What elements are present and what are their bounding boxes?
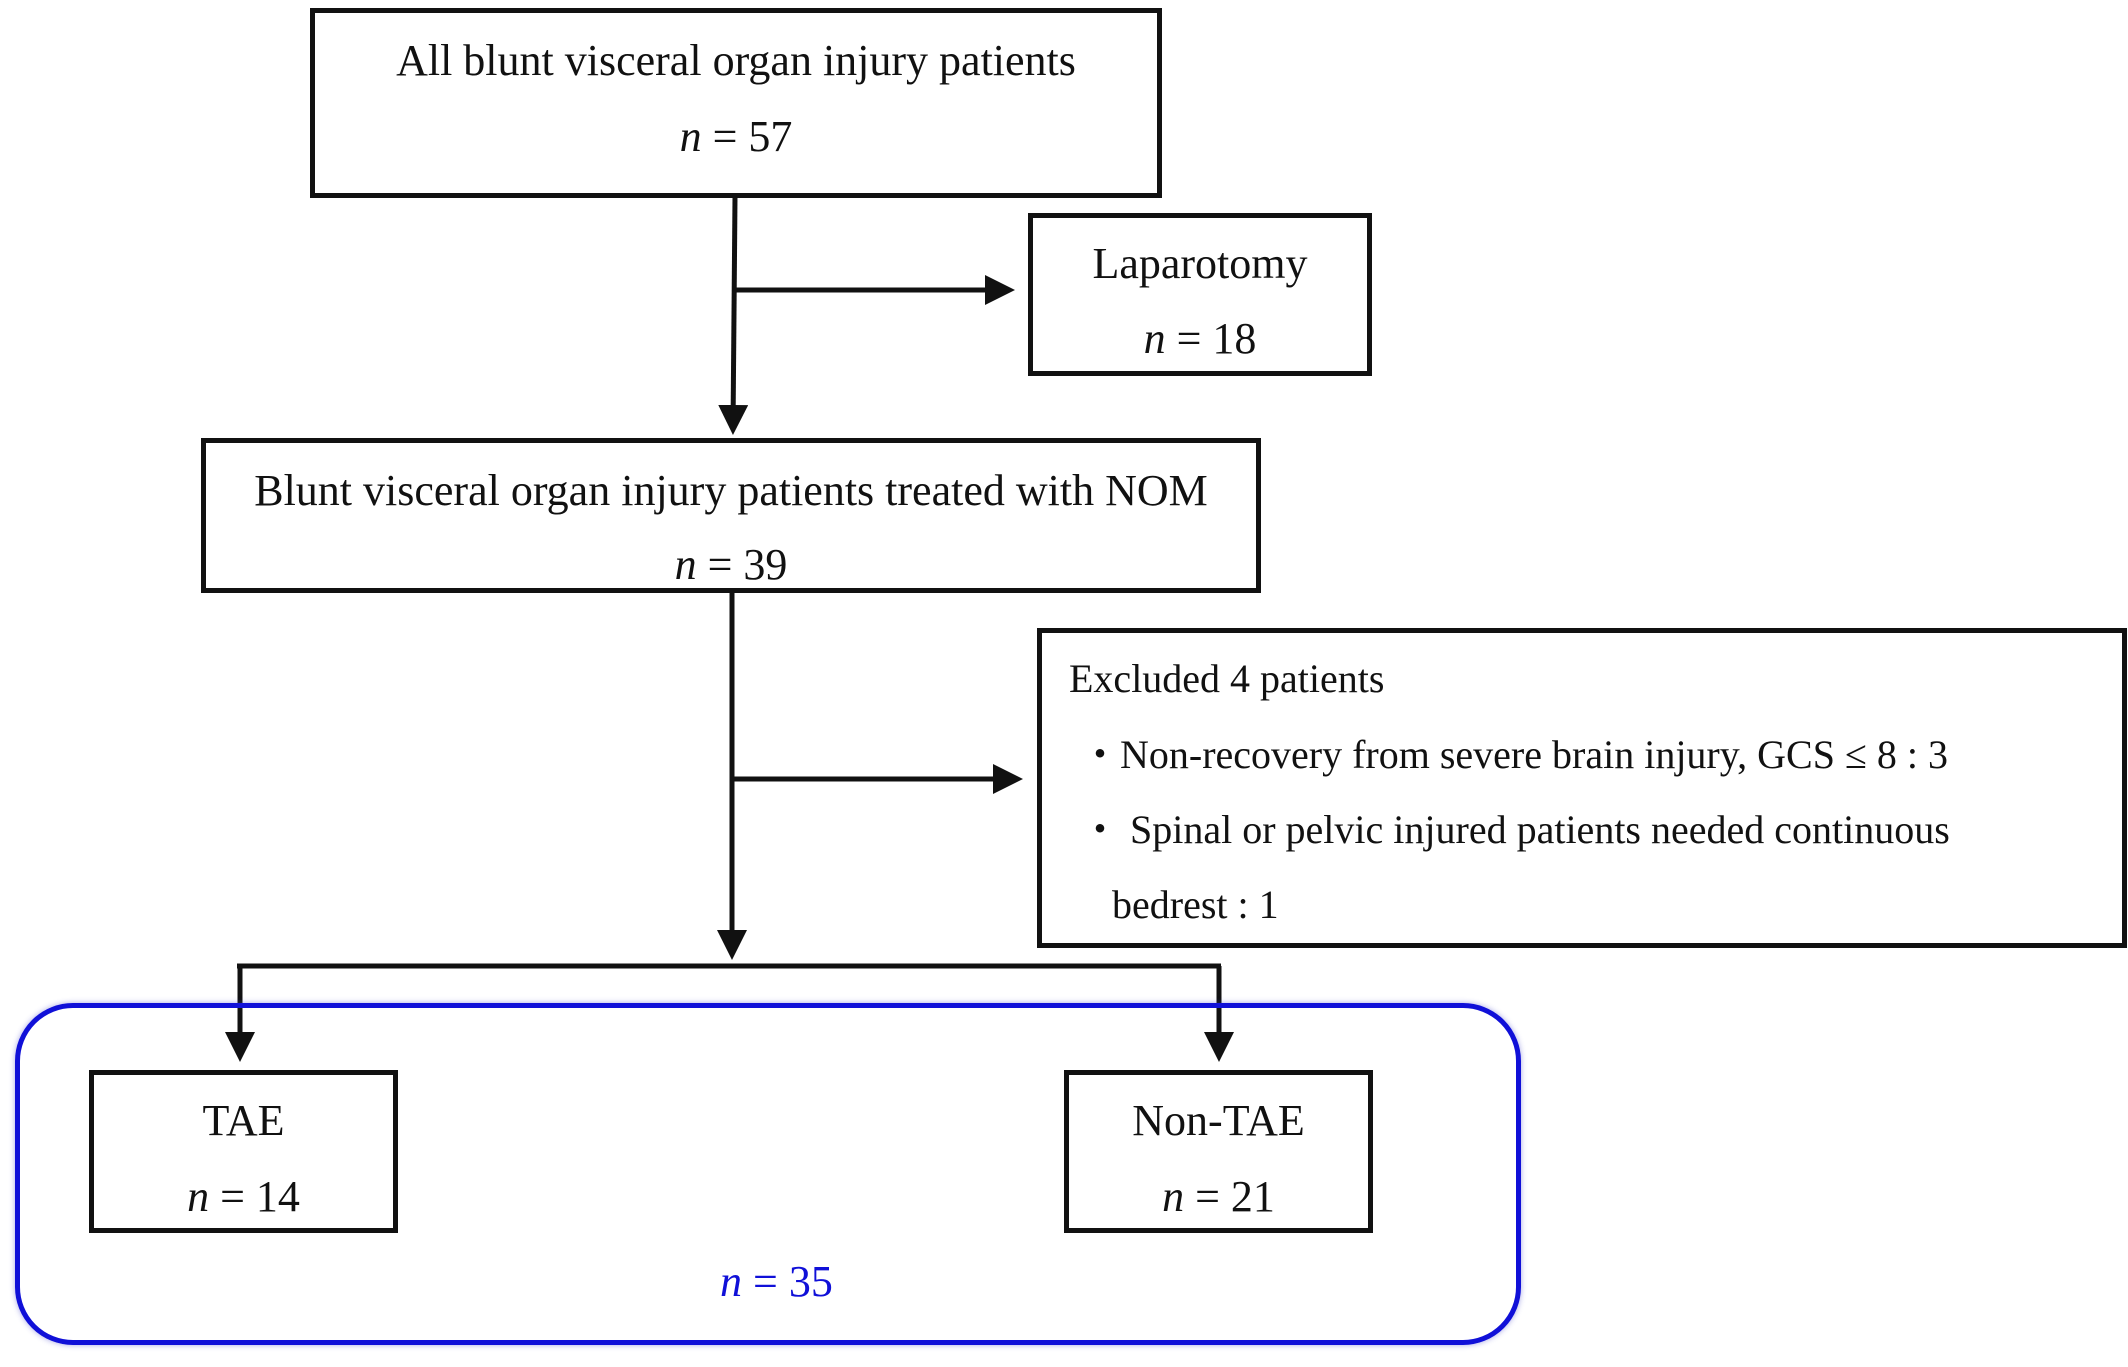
tae-label: TAE [202, 1096, 285, 1145]
all-patients-n-value: = 57 [712, 112, 793, 161]
group-n-var: n [720, 1257, 742, 1306]
laparotomy-label: Laparotomy [1092, 239, 1308, 288]
nom-box: Blunt visceral organ injury patients tre… [201, 438, 1261, 593]
excluded-item-brain-injury: ・Non-recovery from severe brain injury, … [1080, 732, 1949, 777]
arrow-all-to-nom [718, 196, 749, 435]
group-n-value: = 35 [753, 1257, 833, 1306]
non-tae-count: n = 21 [1069, 1171, 1368, 1223]
non-tae-n-value: = 21 [1195, 1172, 1275, 1221]
laparotomy-count: n = 18 [1033, 313, 1367, 365]
all-patients-label: All blunt visceral organ injury patients [396, 36, 1076, 85]
tae-box: TAE n = 14 [89, 1070, 398, 1233]
all-patients-count: n = 57 [315, 111, 1157, 163]
nom-cohort-group-frame [15, 1003, 1521, 1345]
tae-n-var: n [187, 1172, 210, 1221]
laparotomy-n-var: n [1143, 314, 1166, 363]
excluded-title: Excluded 4 patients [1069, 656, 1385, 701]
non-tae-n-var: n [1162, 1172, 1185, 1221]
tae-n-value: = 14 [220, 1172, 300, 1221]
all-patients-n-var: n [679, 112, 702, 161]
laparotomy-box: Laparotomy n = 18 [1028, 213, 1372, 376]
excluded-item-spinal-pelvic-cont: bedrest : 1 [1112, 882, 1279, 927]
group-count: n = 35 [720, 1256, 833, 1308]
nom-n-var: n [674, 540, 697, 589]
nom-n-value: = 39 [707, 540, 788, 589]
nom-label: Blunt visceral organ injury patients tre… [254, 466, 1208, 515]
non-tae-label: Non-TAE [1132, 1096, 1305, 1145]
laparotomy-n-value: = 18 [1176, 314, 1257, 363]
nom-count: n = 39 [206, 539, 1256, 591]
excluded-item-spinal-pelvic: ・ Spinal or pelvic injured patients need… [1080, 807, 1950, 852]
tae-count: n = 14 [94, 1171, 393, 1223]
excluded-box: Excluded 4 patients ・Non-recovery from s… [1037, 628, 2127, 948]
non-tae-box: Non-TAE n = 21 [1064, 1070, 1373, 1233]
all-patients-box: All blunt visceral organ injury patients… [310, 8, 1162, 198]
